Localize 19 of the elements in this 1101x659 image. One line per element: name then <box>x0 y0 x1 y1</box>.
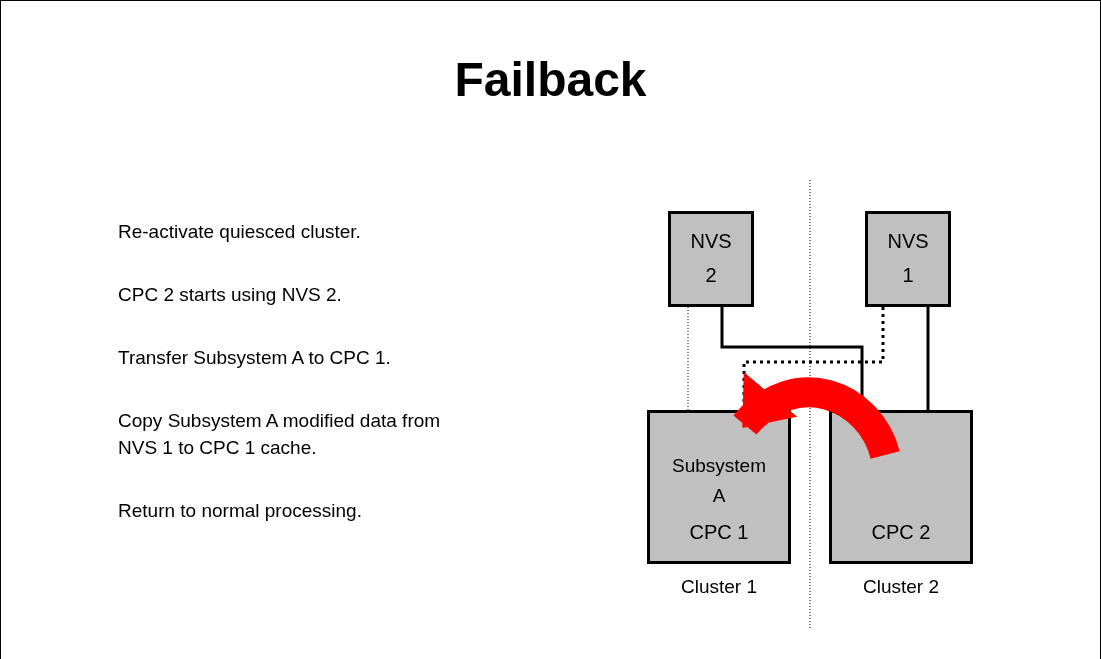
step-text: Re-activate quiesced cluster. <box>118 220 362 244</box>
slide-title: Failback <box>453 52 648 107</box>
step-text: Transfer Subsystem A to CPC 1. <box>118 346 392 370</box>
curved-arrow <box>734 371 900 460</box>
step-text: Copy Subsystem A modified data from NVS 1 to CPC 1 cache. <box>118 409 442 460</box>
step-text: Return to normal processing. <box>118 499 363 523</box>
step-text: CPC 2 starts using NVS 2. <box>118 283 343 307</box>
cluster-label: Cluster 2 <box>862 576 940 598</box>
node-label: NVS 1 <box>886 229 930 288</box>
processor-box <box>829 410 973 564</box>
node-label: Subsystem A <box>671 454 767 508</box>
connector-line <box>926 307 930 410</box>
memory-box <box>668 211 754 307</box>
memory-box <box>865 211 951 307</box>
node-label: CPC 1 <box>688 520 750 545</box>
cluster-label: Cluster 1 <box>680 576 758 598</box>
node-label: CPC 2 <box>870 520 932 545</box>
processor-box <box>647 410 791 564</box>
node-label: NVS 2 <box>689 229 733 288</box>
